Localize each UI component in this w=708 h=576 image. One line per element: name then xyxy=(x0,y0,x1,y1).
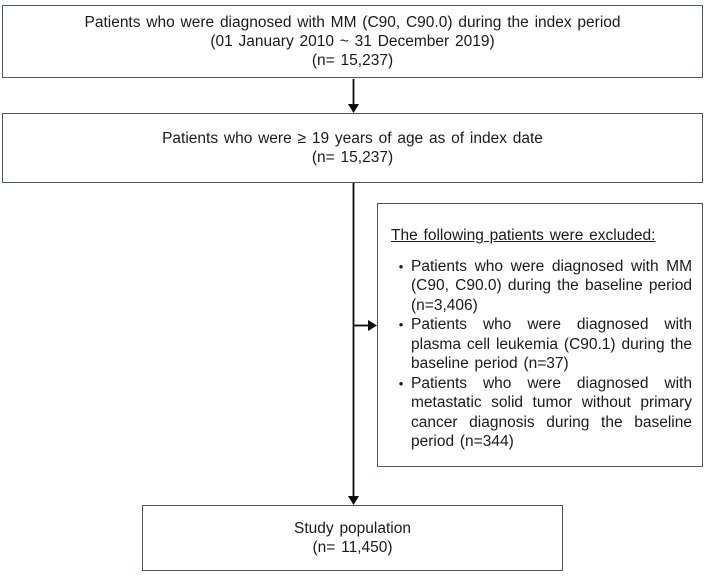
arrow-down-index-to-age xyxy=(348,79,359,113)
exclusion-list-item: • Patients who were diagnosed with MM (C… xyxy=(391,257,692,316)
exclusion-item-text: Patients who were diagnosed with MM (C90… xyxy=(411,257,692,314)
arrow-down-age-to-study xyxy=(348,183,359,505)
bullet-icon: • xyxy=(398,317,404,332)
age-filter-count: (n= 15,237) xyxy=(311,149,394,166)
exclusion-list-item: • Patients who were diagnosed with metas… xyxy=(391,374,692,452)
index-period-line-1: Patients who were diagnosed with MM (C90… xyxy=(84,14,621,31)
index-period-count: (n= 15,237) xyxy=(311,52,394,69)
bullet-icon: • xyxy=(398,375,404,391)
exclusion-item-text: Patients who were diagnosed with metasta… xyxy=(411,374,692,451)
box-study-population: Study population (n= 11,450) xyxy=(142,505,563,571)
bullet-icon: • xyxy=(398,258,404,274)
exclusion-header: The following patients were excluded: xyxy=(391,227,656,244)
box-age-filter: Patients who were ≥ 19 years of age as o… xyxy=(2,113,703,183)
exclusion-item-text: Patients who were diagnosed with plasma … xyxy=(411,316,692,372)
box-exclusions: The following patients were excluded: • … xyxy=(377,203,703,467)
index-period-line-2: (01 January 2010 ~ 31 December 2019) xyxy=(210,33,495,50)
arrow-right-to-exclusions xyxy=(353,320,377,331)
study-population-count: (n= 11,450) xyxy=(312,539,393,556)
study-population-label: Study population xyxy=(294,520,411,537)
age-filter-line-1: Patients who were ≥ 19 years of age as o… xyxy=(162,130,543,147)
exclusion-list: • Patients who were diagnosed with MM (C… xyxy=(391,257,692,452)
exclusion-list-item: • Patients who were diagnosed with plasm… xyxy=(391,315,692,374)
box-index-period: Patients who were diagnosed with MM (C90… xyxy=(2,5,703,78)
